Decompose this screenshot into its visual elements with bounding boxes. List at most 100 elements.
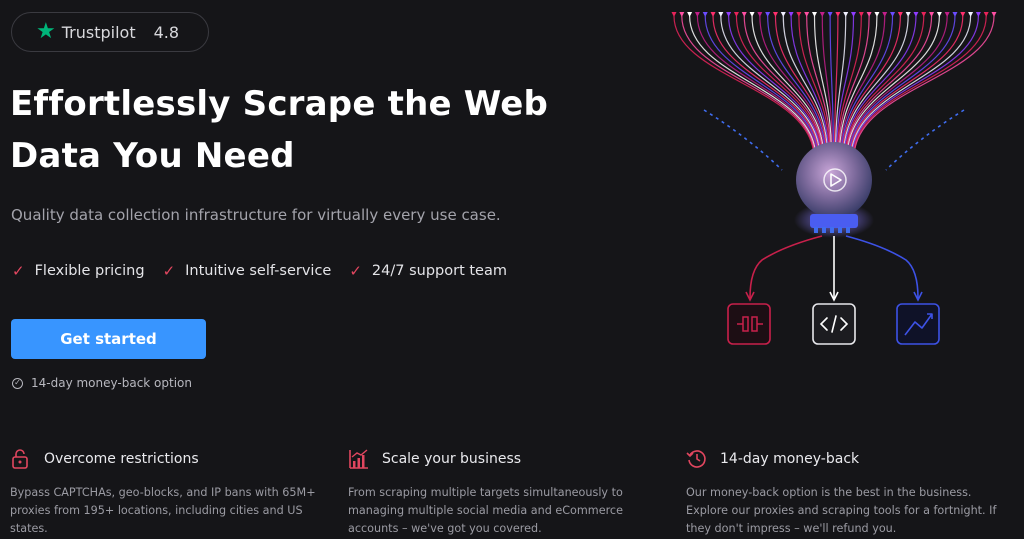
chip-connector [810, 214, 858, 233]
data-strand [821, 15, 834, 159]
benefits-section: Overcome restrictions Bypass CAPTCHAs, g… [10, 448, 1024, 538]
data-strand [712, 15, 820, 159]
strand-marker [874, 12, 880, 17]
data-strand [841, 15, 901, 159]
strand-marker [671, 12, 677, 17]
trustpilot-badge[interactable]: ★ Trustpilot 4.8 [11, 12, 209, 52]
scraping-funnel-illustration [671, 12, 997, 345]
strand-marker [921, 12, 927, 17]
code-icon [812, 303, 856, 345]
strand-marker [975, 12, 981, 17]
strand-marker [811, 12, 817, 17]
strand-marker [835, 12, 841, 17]
data-strand [735, 15, 823, 159]
strand-marker [858, 12, 864, 17]
benefit-title: Scale your business [382, 451, 522, 467]
feature-item: ✓ Flexible pricing [12, 262, 145, 280]
left-dotted-arrow [703, 109, 783, 171]
data-strand [751, 15, 825, 159]
chart-line-icon [896, 303, 940, 345]
feature-item: ✓ Intuitive self-service [163, 262, 332, 280]
data-strand [848, 15, 956, 159]
data-strand [720, 15, 821, 159]
strand-marker [702, 12, 708, 17]
strand-marker [983, 12, 989, 17]
data-strand [843, 15, 917, 159]
get-started-button[interactable]: Get started [11, 319, 206, 359]
data-strand [844, 15, 925, 159]
checkmark-icon: ✓ [162, 262, 176, 280]
strand-marker [851, 12, 857, 17]
data-strand [838, 15, 878, 159]
data-strand [798, 15, 831, 159]
strand-marker [882, 12, 888, 17]
data-strand [849, 15, 964, 159]
data-strand [846, 15, 940, 159]
benefit-description: From scraping multiple targets simultane… [348, 486, 623, 535]
data-strand [850, 15, 972, 159]
data-strands [673, 15, 995, 159]
star-icon: ★ [36, 19, 56, 44]
strand-marker [749, 12, 755, 17]
data-strand [782, 15, 829, 159]
right-dotted-arrow [885, 109, 965, 171]
data-strand [774, 15, 828, 159]
data-strand [704, 15, 819, 159]
trustpilot-rating: 4.8 [153, 22, 180, 42]
checkmark-icon: ✓ [349, 262, 362, 280]
data-strand [853, 15, 995, 159]
data-strand [681, 15, 816, 159]
strand-marker [827, 12, 833, 17]
strand-marker [897, 12, 903, 17]
data-strand [767, 15, 827, 159]
feature-list: ✓ Flexible pricing ✓ Intuitive self-serv… [12, 262, 525, 280]
data-strand [837, 15, 870, 159]
strand-marker [944, 12, 950, 17]
strand-marker [968, 12, 974, 17]
feature-label: Flexible pricing [34, 263, 145, 279]
lock-open-icon [12, 449, 28, 469]
benefit-card: Overcome restrictions Bypass CAPTCHAs, g… [10, 448, 348, 538]
data-strand [842, 15, 909, 159]
strand-marker [718, 12, 724, 17]
data-strand [847, 15, 948, 159]
checkmark-icon: ✓ [12, 262, 25, 280]
strand-marker [819, 12, 825, 17]
data-strand [836, 15, 862, 159]
bar-chart-icon [349, 449, 368, 469]
moneyback-note: ✓ 14-day money-back option [12, 376, 192, 390]
clock-refund-icon [686, 450, 706, 468]
feature-item: ✓ 24/7 support team [349, 262, 507, 280]
data-strand [833, 15, 839, 159]
data-strand [728, 15, 822, 159]
feature-label: 24/7 support team [371, 263, 507, 279]
strand-marker [726, 12, 732, 17]
benefit-description: Bypass CAPTCHAs, geo-blocks, and IP bans… [10, 486, 316, 535]
strand-marker [804, 12, 810, 17]
check-circle-icon: ✓ [12, 377, 23, 389]
data-strand [743, 15, 824, 159]
data-strand [759, 15, 826, 159]
data-strand [834, 15, 847, 159]
plug-icon [727, 303, 771, 345]
strand-marker [952, 12, 958, 17]
play-icon [823, 168, 847, 192]
data-strand [839, 15, 886, 159]
strand-marker [694, 12, 700, 17]
strand-marker [780, 12, 786, 17]
strand-marker [929, 12, 935, 17]
connector-line-red [749, 235, 823, 299]
strand-marker [679, 12, 685, 17]
connector-line-blue [845, 235, 919, 299]
benefit-card: 14-day money-back Our money-back option … [686, 448, 1024, 538]
data-strand [845, 15, 933, 159]
strand-marker [788, 12, 794, 17]
data-strand [851, 15, 979, 159]
strand-marker [741, 12, 747, 17]
data-strand [696, 15, 818, 159]
data-strand [835, 15, 855, 159]
benefit-card: Scale your business From scraping multip… [348, 448, 686, 538]
benefit-description: Our money-back option is the best in the… [686, 486, 997, 535]
strand-markers [671, 12, 997, 17]
data-strand [790, 15, 830, 159]
